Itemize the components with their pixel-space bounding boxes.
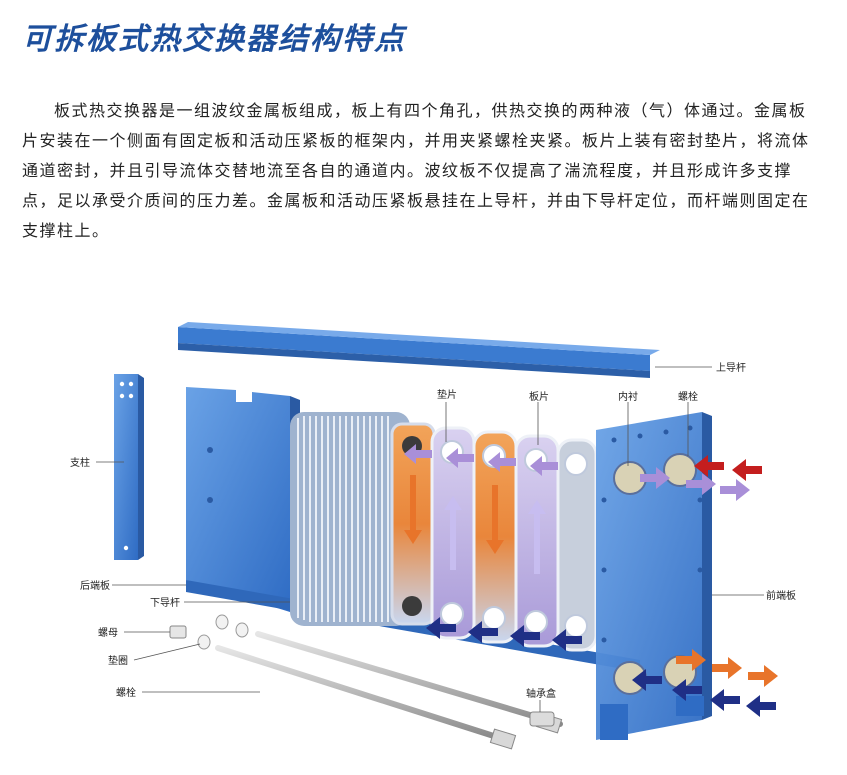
- label-bolt-top: 螺栓: [678, 390, 698, 403]
- navy-inlet-arrows: [632, 669, 776, 717]
- label-bolt: 螺栓: [116, 686, 136, 699]
- leader-lines: [96, 366, 764, 712]
- label-washer: 垫圈: [108, 654, 128, 667]
- bottom-port-arrows: [426, 617, 582, 651]
- hot-inlet-arrows: [694, 455, 762, 481]
- orange-outlet-arrows: [676, 649, 778, 687]
- washer-icon: [197, 614, 249, 650]
- description-paragraph: 板式热交换器是一组波纹金属板组成，板上有四个角孔，供热交换的两种液（气）体通过。…: [22, 101, 810, 240]
- label-support-column: 支柱: [70, 456, 90, 469]
- label-gasket: 垫片: [437, 388, 457, 401]
- support-column: [114, 374, 144, 560]
- label-rear-end-plate: 后端板: [80, 579, 110, 592]
- label-lower-guide-bar: 下导杆: [150, 597, 180, 609]
- label-front-end-plate: 前端板: [766, 589, 796, 602]
- label-upper-guide-bar: 上导杆: [716, 362, 746, 374]
- top-port-arrows: [404, 444, 558, 476]
- purple-outlet-arrows: [640, 467, 750, 501]
- flow-arrow-down-orange: [404, 475, 422, 544]
- bearing-box-icon: [529, 711, 555, 727]
- page-title: 可拆板式热交换器结构特点: [22, 22, 406, 57]
- plate-4: [556, 438, 598, 652]
- label-nut: 螺母: [98, 627, 118, 639]
- upper-guide-bar: [178, 322, 660, 378]
- label-bearing-box: 轴承盒: [526, 687, 556, 700]
- flow-arrow-down-orange-2: [486, 485, 504, 554]
- rear-end-plate: [186, 387, 300, 612]
- nut-icon: [169, 625, 187, 639]
- tie-bolt-lower: [215, 645, 517, 750]
- label-liner: 内衬: [618, 390, 638, 403]
- label-plate: 板片: [529, 390, 549, 403]
- front-end-plate: [596, 412, 712, 740]
- flow-arrow-up-purple: [444, 496, 546, 574]
